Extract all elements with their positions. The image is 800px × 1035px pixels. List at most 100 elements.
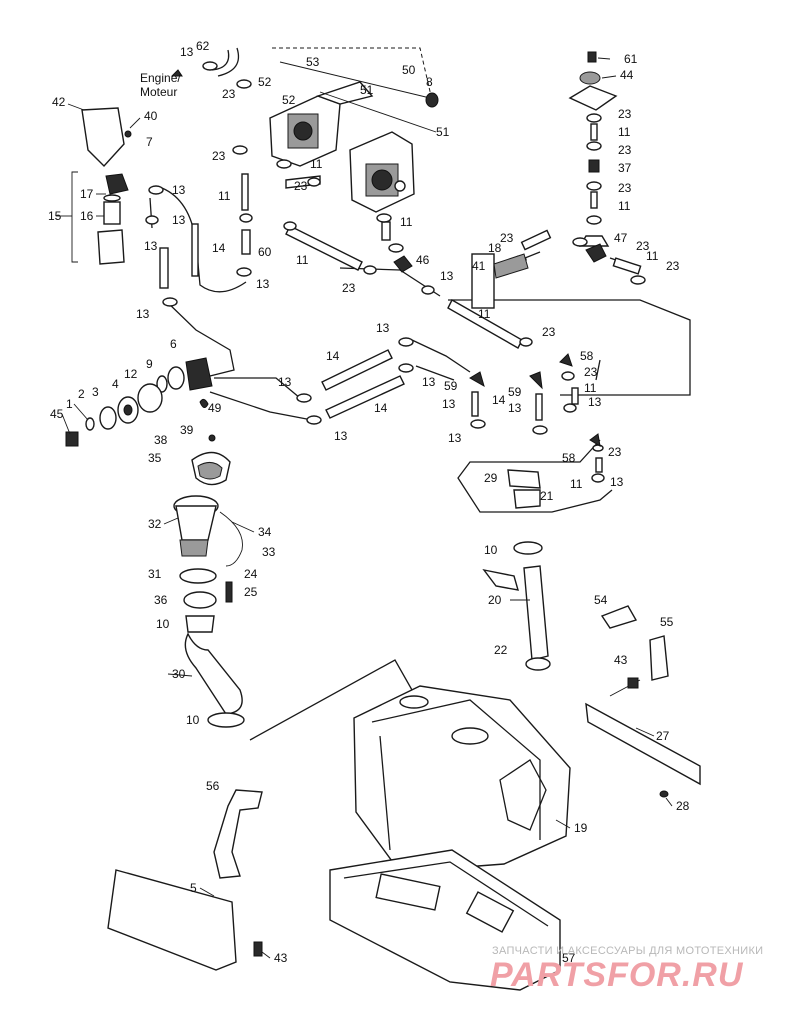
callout: 19 (574, 821, 588, 835)
callout: 13 (172, 183, 186, 197)
callout: 50 (402, 63, 416, 77)
fuel-hose-routing (149, 47, 691, 741)
callout: 30 (172, 667, 186, 681)
arrow-icon (170, 69, 183, 77)
callout: 23 (608, 445, 622, 459)
watermark: ЗАПЧАСТИ И АКСЕССУАРЫ ДЛЯ МОТОТЕХНИКИ PA… (490, 945, 763, 994)
engine-label-line2: Moteur (140, 85, 177, 99)
callout: 13 (136, 307, 150, 321)
callout: 22 (494, 643, 508, 657)
callout: 10 (156, 617, 170, 631)
callout: 11 (400, 215, 413, 229)
callout: 61 (624, 52, 638, 66)
callout: 47 (614, 231, 628, 245)
callout: 39 (180, 423, 194, 437)
callout: 24 (244, 567, 258, 581)
screw-7 (124, 130, 132, 138)
callout: 36 (154, 593, 168, 607)
callout: 59 (444, 379, 458, 393)
callout: 13 (508, 401, 522, 415)
callout: 58 (562, 451, 576, 465)
callout: 23 (636, 239, 650, 253)
callout: 14 (212, 241, 226, 255)
callout: 13 (256, 277, 270, 291)
callout: 23 (294, 179, 308, 193)
callout: 13 (180, 45, 194, 59)
throttle-cable (319, 91, 437, 133)
callout: 14 (326, 349, 340, 363)
rail-27 (585, 702, 701, 786)
callout: 58 (580, 349, 594, 363)
callout: 14 (374, 401, 388, 415)
hose-clamps (145, 61, 646, 483)
callout: 54 (594, 593, 608, 607)
callout: 28 (676, 799, 690, 813)
callout: 13 (334, 429, 348, 443)
callout: 62 (196, 39, 210, 53)
callout: 25 (244, 585, 258, 599)
fuel-filter-assembly-15 (71, 171, 129, 265)
callout: 13 (172, 213, 186, 227)
callout: 10 (484, 543, 498, 557)
callout: 9 (146, 357, 153, 371)
fitting-58-upper (559, 353, 573, 367)
callout: 23 (342, 281, 356, 295)
callout: 14 (492, 393, 506, 407)
leader-lines (56, 57, 673, 959)
callout: 38 (154, 433, 168, 447)
screw-43-lower (253, 941, 263, 957)
callout: 29 (484, 471, 498, 485)
callout: 51 (360, 83, 374, 97)
callout: 21 (540, 489, 554, 503)
callout: 23 (500, 231, 514, 245)
callout: 23 (618, 181, 632, 195)
callout: 13 (422, 375, 436, 389)
callout: 7 (146, 135, 153, 149)
callout: 23 (222, 87, 236, 101)
callout: 13 (588, 395, 602, 409)
callout: 11 (618, 125, 631, 139)
callout: 13 (278, 375, 292, 389)
callout: 8 (426, 75, 433, 89)
callout: 34 (258, 525, 272, 539)
callout: 11 (310, 157, 323, 171)
fitting-58-lower (589, 433, 601, 447)
screw-28 (659, 790, 669, 798)
rail-5 (107, 869, 237, 971)
carburetor-front (349, 131, 415, 213)
callout: 23 (542, 325, 556, 339)
watermark-tagline: ЗАПЧАСТИ И АКСЕССУАРЫ ДЛЯ МОТОТЕХНИКИ (492, 945, 763, 957)
callout: 35 (148, 451, 162, 465)
callout: 23 (618, 143, 632, 157)
callout: 17 (80, 187, 94, 201)
callout: 31 (148, 567, 162, 581)
callout: 13 (144, 239, 158, 253)
callout: 57 (562, 951, 576, 965)
callout: 23 (618, 107, 632, 121)
callout: 56 (206, 779, 220, 793)
fuel-valve-6 (65, 357, 213, 447)
callout: 40 (144, 109, 158, 123)
callout: 46 (416, 253, 430, 267)
callout: 45 (50, 407, 64, 421)
callout: 52 (258, 75, 272, 89)
callout: 59 (508, 385, 522, 399)
callout: 11 (478, 307, 491, 321)
callout: 13 (448, 431, 462, 445)
fitting-59-left (469, 371, 485, 388)
callout: 18 (488, 241, 502, 255)
callout: 20 (488, 593, 502, 607)
callout-labels: 13 62 52 53 50 8 61 44 23 52 51 42 40 7 … (48, 39, 690, 965)
callout: 11 (646, 249, 659, 263)
callout: 4 (112, 377, 119, 391)
callout: 53 (306, 55, 320, 69)
callout: 11 (218, 189, 231, 203)
engine-direction-label: Engine/ Moteur (140, 69, 183, 99)
callout: 43 (614, 653, 628, 667)
callout: 5 (190, 881, 197, 895)
fitting-59-right (529, 371, 543, 390)
callout: 16 (80, 209, 94, 223)
callout: 15 (48, 209, 62, 223)
hose-segments (159, 173, 642, 473)
